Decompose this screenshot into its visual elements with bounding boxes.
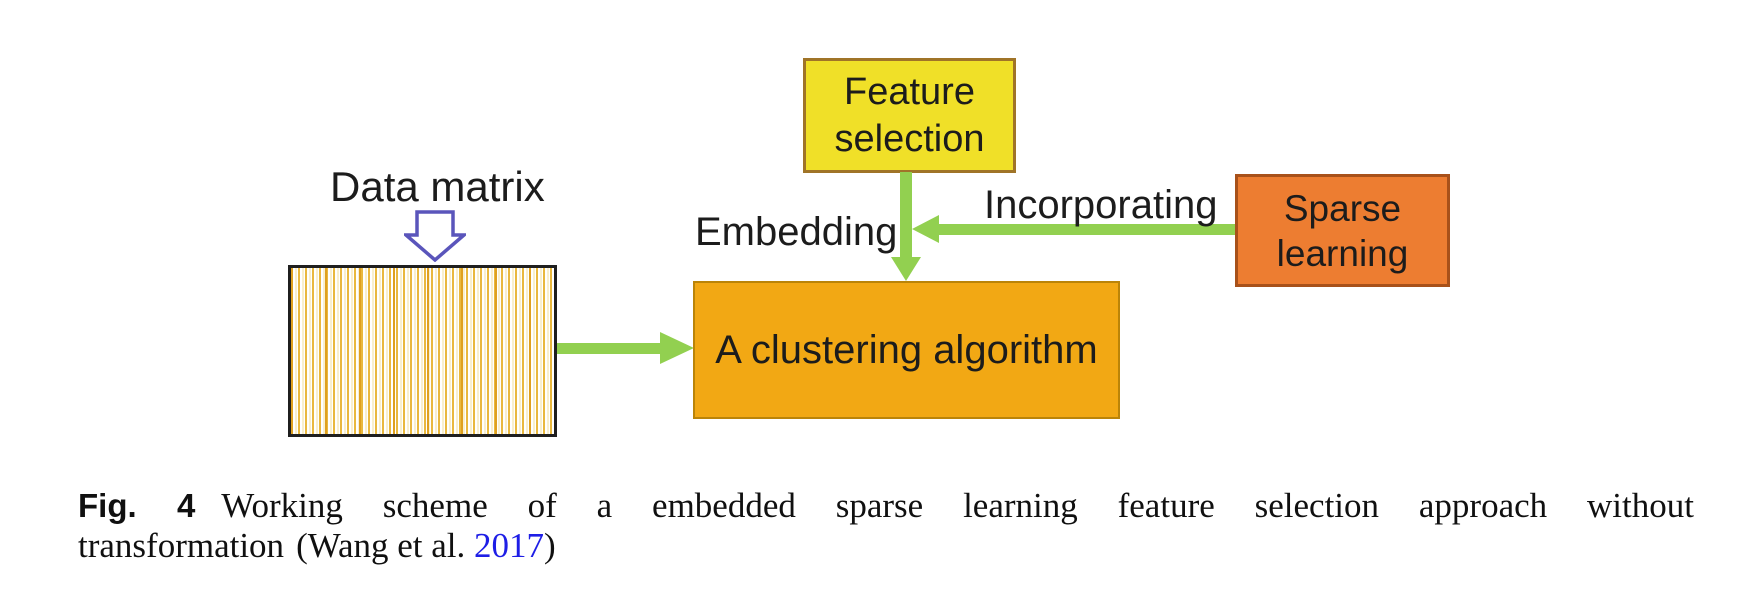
matrix-to-clustering-arrow-head — [660, 332, 694, 364]
caption-citation-suffix: ) — [544, 526, 556, 565]
incorporating-label: Incorporating — [984, 183, 1218, 227]
figure-number-label: Fig. 4 — [78, 487, 196, 524]
embedding-arrow-shaft — [900, 172, 912, 258]
sparse-learning-label-line1: Sparse — [1283, 187, 1402, 229]
sparse-learning-label-line2: learning — [1276, 232, 1409, 274]
feature-selection-box: Feature selection — [803, 58, 1016, 173]
clustering-algorithm-label: A clustering algorithm — [715, 328, 1098, 372]
data-matrix-label: Data matrix — [330, 163, 545, 210]
matrix-to-clustering-arrow-shaft — [557, 343, 663, 354]
incorporating-arrow-shaft — [938, 224, 1235, 235]
caption-text: Working scheme of a embedded sparse lear… — [78, 486, 1694, 565]
data-matrix-illustration — [288, 265, 557, 437]
caption-citation-prefix: (Wang et al. — [296, 526, 475, 565]
embedding-label: Embedding — [695, 210, 898, 254]
down-arrow-icon — [404, 210, 466, 262]
incorporating-arrow-head — [912, 215, 939, 243]
feature-selection-label-line2: selection — [834, 117, 985, 160]
citation-year-link[interactable]: 2017 — [474, 526, 545, 565]
caption-citation: (Wang et al. 2017) — [296, 526, 556, 565]
embedding-arrow-head — [891, 257, 921, 281]
feature-selection-label-line1: Feature — [844, 70, 975, 113]
clustering-algorithm-box: A clustering algorithm — [693, 281, 1120, 419]
sparse-learning-box: Sparse learning — [1235, 174, 1450, 287]
